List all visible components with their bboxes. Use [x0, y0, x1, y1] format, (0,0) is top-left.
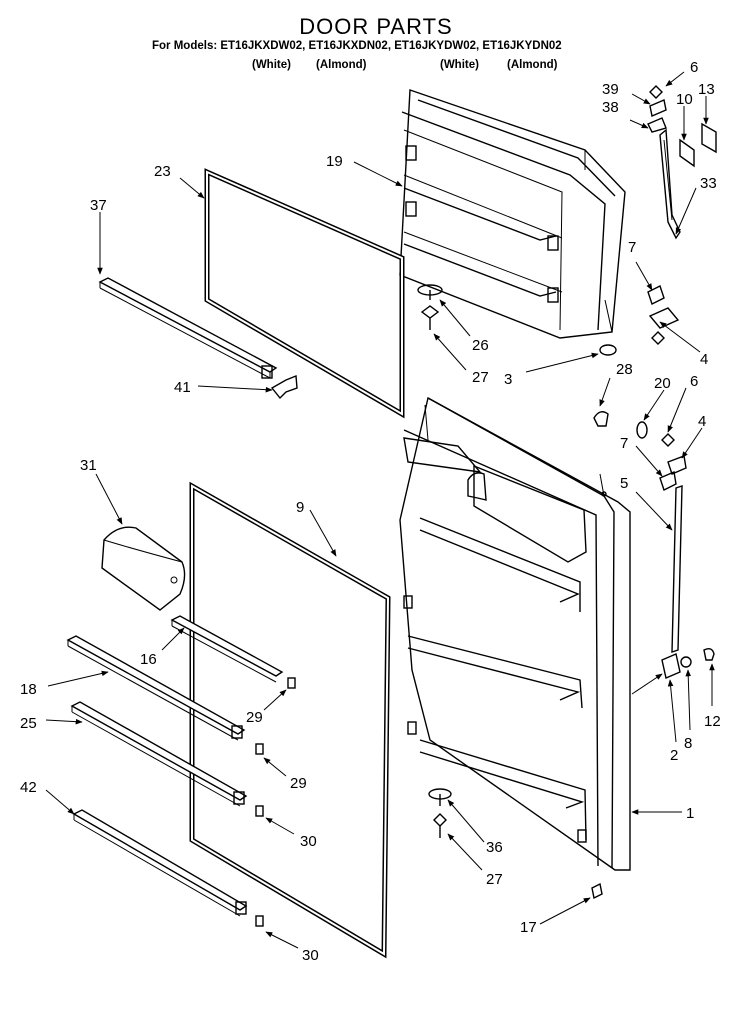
callout-27b: 27: [486, 871, 503, 888]
fresh-food-gasket: [189, 481, 391, 959]
color-label-almond-2: (Almond): [507, 59, 558, 71]
callout-16: 16: [140, 651, 157, 668]
hinge-cap-3: [599, 344, 617, 356]
lower-hinge-assembly: [659, 433, 715, 679]
page-title: DOOR PARTS: [299, 14, 453, 39]
plug-hole: [601, 491, 607, 497]
freezer-gasket: [204, 168, 405, 419]
color-label-white-2: (White): [440, 59, 479, 71]
callout-25: 25: [20, 715, 37, 732]
callout-27: 27: [472, 369, 489, 386]
freezer-door-rail: [98, 277, 278, 379]
callout-2: 2: [670, 747, 678, 764]
callout-29: 29: [246, 709, 263, 726]
callout-42: 42: [20, 779, 37, 796]
callout-13: 13: [698, 81, 715, 98]
callout-10: 10: [676, 91, 693, 108]
leader-lines: [45, 71, 715, 949]
callout-7b: 7: [620, 435, 628, 452]
callout-4b: 4: [698, 413, 706, 430]
callout-39: 39: [602, 81, 619, 98]
callout-6: 6: [690, 59, 698, 76]
color-label-white-1: (White): [252, 59, 291, 71]
callout-6b: 6: [690, 373, 698, 390]
callout-26: 26: [472, 337, 489, 354]
callout-23: 23: [154, 163, 171, 180]
bar-end-cap-29a: [287, 677, 296, 689]
callout-7: 7: [628, 239, 636, 256]
hole-plug-28: [593, 411, 609, 427]
bar-end-cap-29b: [255, 743, 264, 755]
upper-hinge-assembly: [647, 85, 717, 345]
callout-3: 3: [504, 371, 512, 388]
freezer-door: [399, 89, 626, 339]
callout-19: 19: [326, 153, 343, 170]
callout-labels: 6 39 10 13 38 19 33 23 37 7 26 4 27 3 28…: [20, 59, 721, 964]
door-bar-25: [70, 701, 248, 807]
bar-end-cap-30b: [255, 915, 264, 927]
hinge-pin-20: [636, 421, 648, 439]
callout-12: 12: [704, 713, 721, 730]
door-bar-42: [72, 809, 248, 917]
fresh-food-door: [399, 396, 631, 871]
screw-17: [591, 882, 603, 900]
bar-end-cap-30a: [255, 805, 264, 817]
callout-9: 9: [296, 499, 304, 516]
callout-37: 37: [90, 197, 107, 214]
dairy-door: [101, 526, 186, 611]
callout-30: 30: [300, 833, 317, 850]
callout-20: 20: [654, 375, 671, 392]
callout-33: 33: [700, 175, 717, 192]
screw-27-lower: [433, 813, 447, 827]
callout-4: 4: [700, 351, 708, 368]
screw-27-upper: [420, 305, 440, 319]
callout-36: 36: [486, 839, 503, 856]
callout-18: 18: [20, 681, 37, 698]
callout-1: 1: [686, 805, 694, 822]
retainer-clip: [270, 374, 298, 400]
model-numbers: For Models: ET16JKXDW02, ET16JKXDN02, ET…: [152, 40, 562, 52]
callout-41: 41: [174, 379, 191, 396]
callout-30b: 30: [302, 947, 319, 964]
door-bar-18: [66, 635, 246, 741]
callout-38: 38: [602, 99, 619, 116]
callout-31: 31: [80, 457, 97, 474]
door-bar-16: [170, 615, 284, 683]
callout-8: 8: [684, 735, 692, 752]
callout-5: 5: [620, 475, 628, 492]
color-label-almond-1: (Almond): [316, 59, 367, 71]
callout-17: 17: [520, 919, 537, 936]
callout-28: 28: [616, 361, 633, 378]
callout-29b: 29: [290, 775, 307, 792]
